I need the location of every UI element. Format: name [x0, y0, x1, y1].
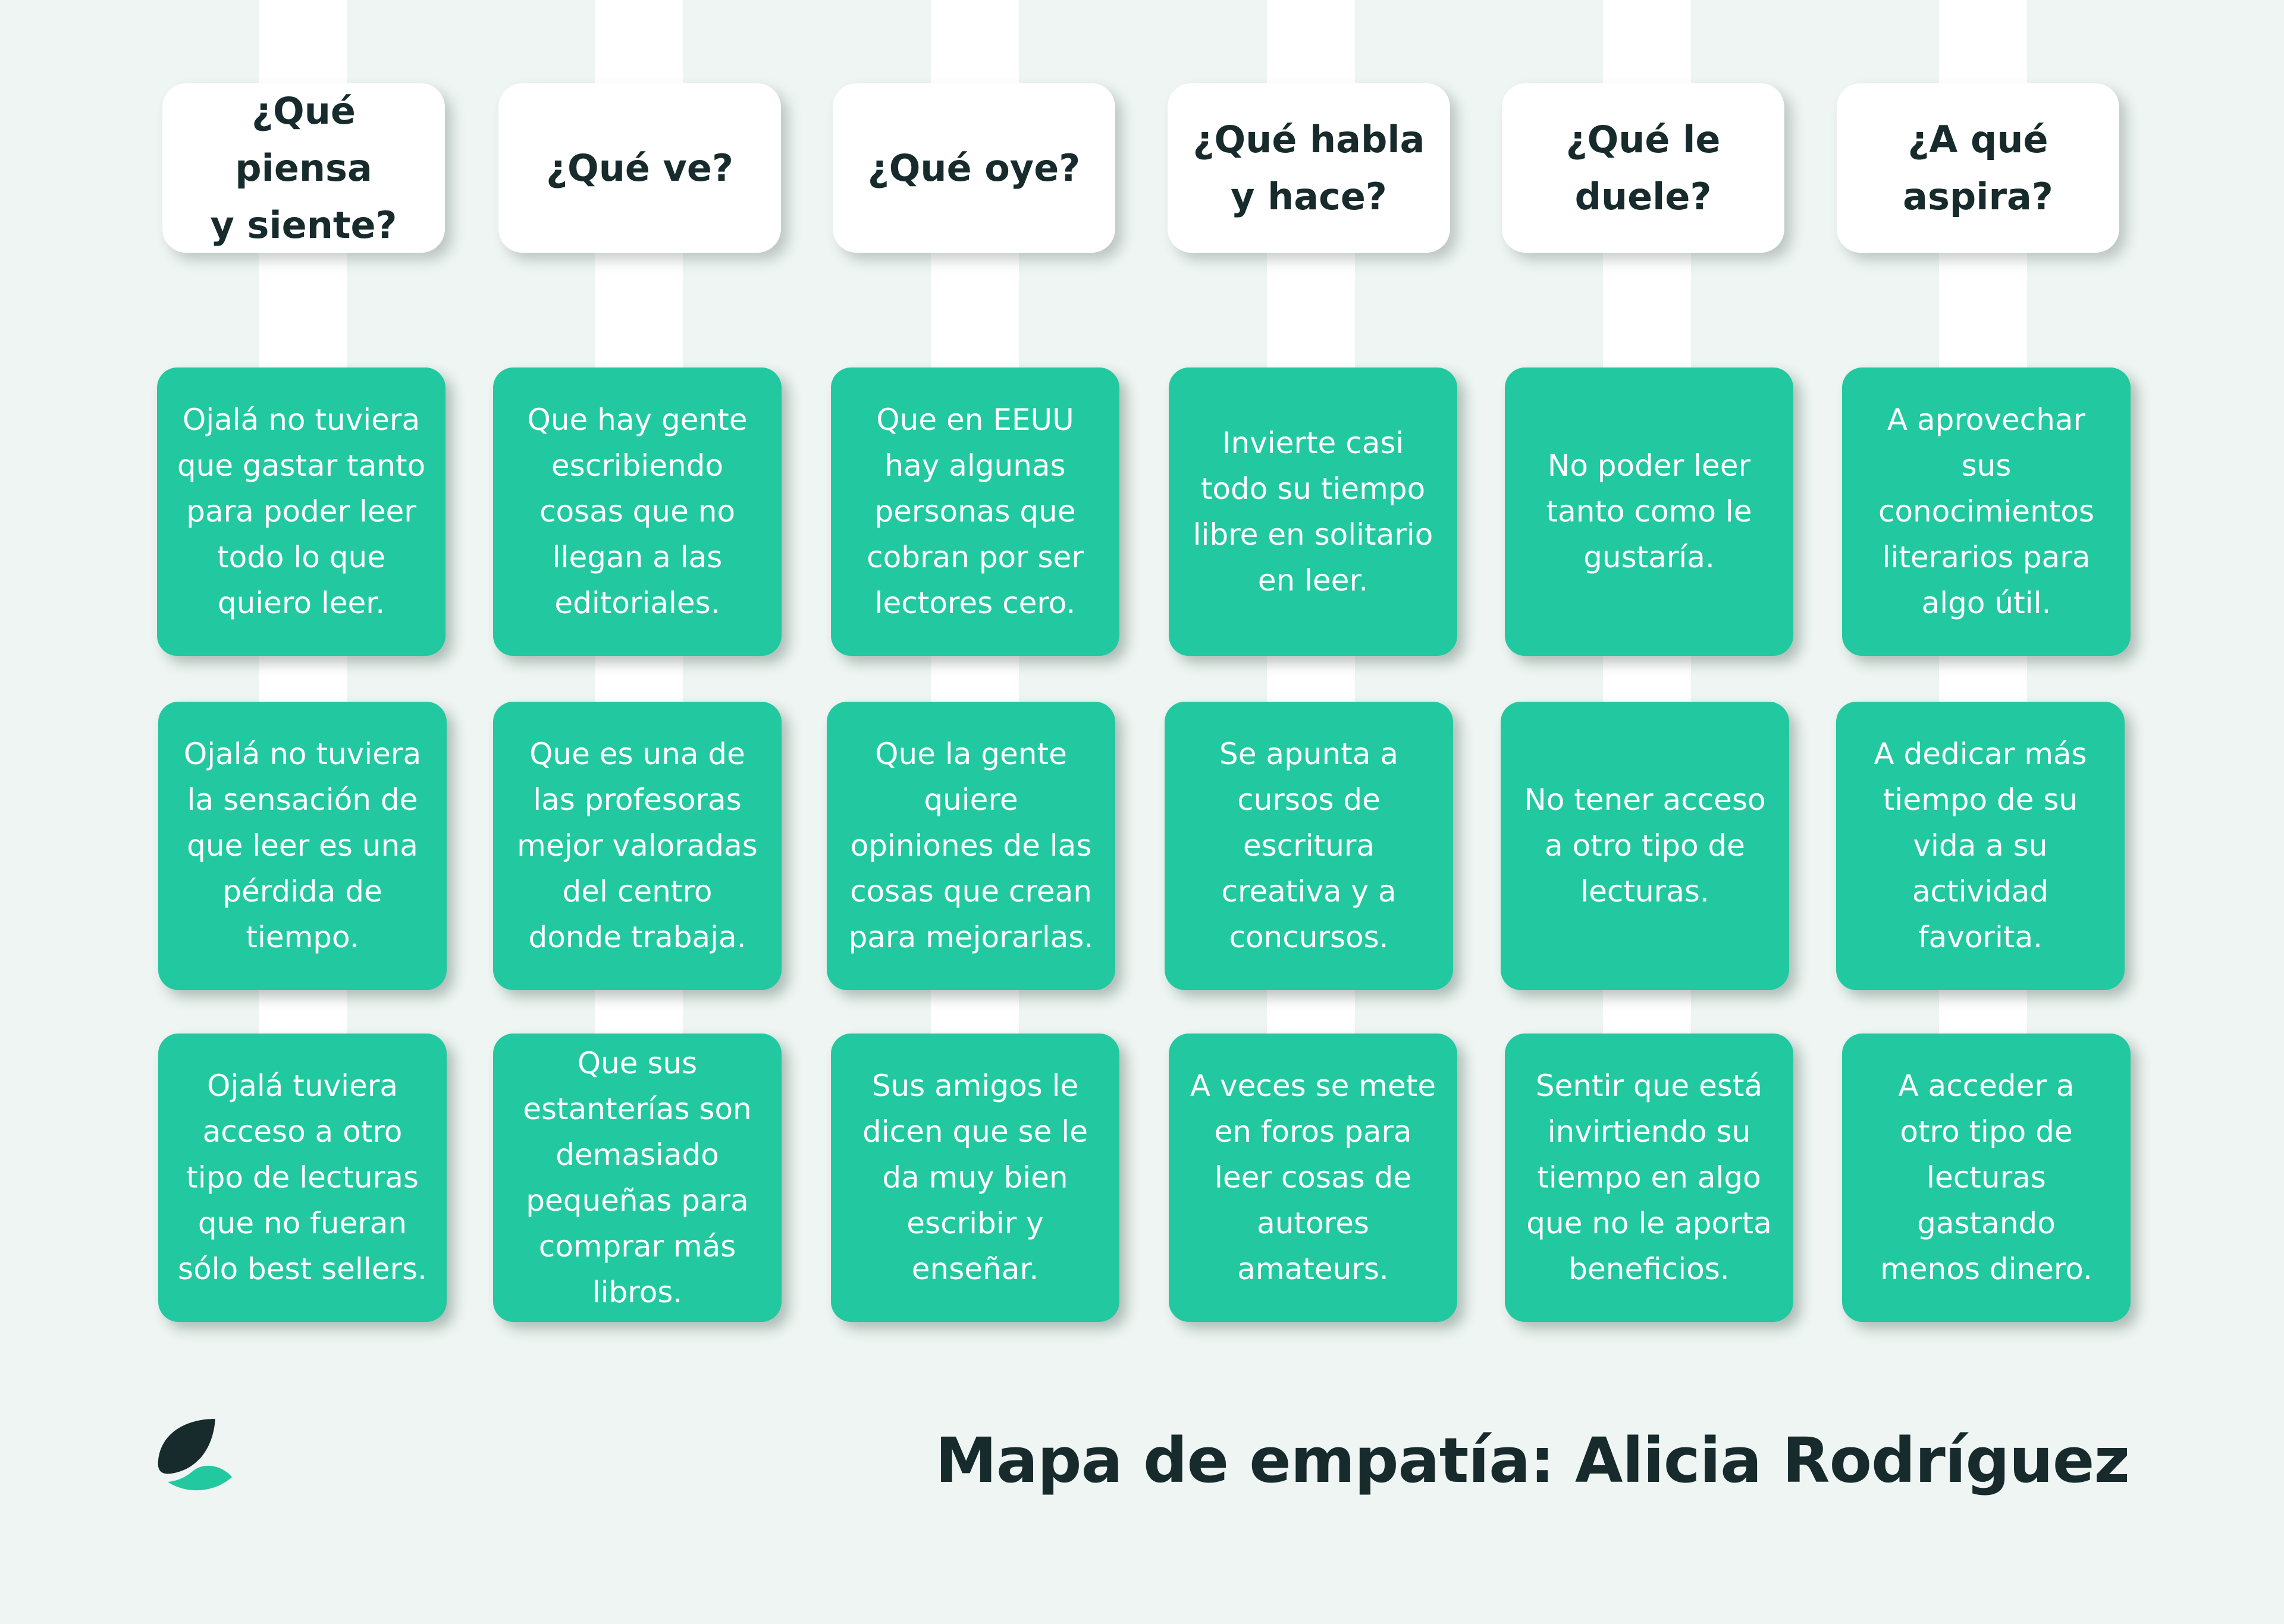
logo-green-leaf [168, 1465, 232, 1491]
note-card: A veces se mete en foros para leer cosas… [1169, 1034, 1457, 1322]
note-text: Invierte casi todo su tiempo libre en so… [1193, 425, 1433, 598]
note-text: Ojalá tuviera acceso a otro tipo de lect… [178, 1069, 427, 1286]
header-card-aspira: ¿A qué aspira? [1837, 83, 2119, 253]
header-label: ¿Qué ve? [546, 146, 733, 190]
note-card: Sentir que está invirtiendo su tiempo en… [1505, 1034, 1793, 1322]
note-text: Que la gente quiere opiniones de las cos… [848, 737, 1094, 954]
note-card: Sus amigos le dicen que se le da muy bie… [831, 1034, 1119, 1322]
header-card-oye: ¿Qué oye? [833, 83, 1115, 253]
note-card: Que hay gente escribiendo cosas que no l… [493, 367, 782, 656]
note-text: Sentir que está invirtiendo su tiempo en… [1526, 1069, 1772, 1286]
note-text: Ojalá no tuviera la sensación de que lee… [183, 737, 422, 954]
header-card-duele: ¿Qué le duele? [1502, 83, 1784, 253]
logo-dark-leaf [158, 1419, 215, 1474]
header-label: ¿Qué le duele? [1565, 117, 1721, 218]
note-card: A aprovechar sus conocimientos literario… [1842, 367, 2131, 656]
note-card: Que la gente quiere opiniones de las cos… [827, 702, 1115, 990]
note-card: Ojalá no tuviera la sensación de que lee… [158, 702, 447, 990]
note-card: Invierte casi todo su tiempo libre en so… [1169, 367, 1457, 656]
note-text: Que en EEUU hay algunas personas que cob… [867, 403, 1084, 620]
note-card: Que es una de las profesoras mejor valor… [493, 702, 782, 990]
note-text: No poder leer tanto como le gustaría. [1546, 448, 1752, 574]
note-text: Ojalá no tuviera que gastar tanto para p… [177, 403, 426, 620]
header-card-habla-hace: ¿Qué habla y hace? [1168, 83, 1450, 253]
note-card: Que en EEUU hay algunas personas que cob… [831, 367, 1119, 656]
header-label: ¿A qué aspira? [1903, 117, 2053, 218]
note-card: No tener acceso a otro tipo de lecturas. [1501, 702, 1789, 990]
note-text: A dedicar más tiempo de su vida a su act… [1874, 737, 2087, 954]
header-card-piensa-siente: ¿Qué piensa y siente? [162, 83, 445, 253]
header-label: ¿Qué oye? [867, 146, 1081, 190]
header-card-ve: ¿Qué ve? [498, 83, 781, 253]
note-card: A acceder a otro tipo de lecturas gastan… [1842, 1034, 2131, 1322]
page-title: Mapa de empatía: Alicia Rodríguez [935, 1424, 2130, 1497]
header-label: ¿Qué habla y hace? [1193, 117, 1425, 218]
note-text: A aprovechar sus conocimientos literario… [1878, 403, 2095, 620]
note-card: Se apunta a cursos de escritura creativa… [1165, 702, 1453, 990]
note-text: Que hay gente escribiendo cosas que no l… [527, 403, 748, 620]
note-text: A veces se mete en foros para leer cosas… [1190, 1069, 1436, 1286]
leaf-logo-icon [158, 1419, 232, 1491]
note-card: Ojalá tuviera acceso a otro tipo de lect… [158, 1034, 447, 1322]
note-text: A acceder a otro tipo de lecturas gastan… [1880, 1069, 2092, 1286]
note-card: Ojalá no tuviera que gastar tanto para p… [157, 367, 445, 656]
note-text: No tener acceso a otro tipo de lecturas. [1524, 783, 1766, 909]
note-card: Que sus estanterías son demasiado pequeñ… [493, 1034, 782, 1322]
note-text: Que es una de las profesoras mejor valor… [517, 737, 758, 954]
note-text: Que sus estanterías son demasiado pequeñ… [523, 1045, 752, 1309]
note-card: A dedicar más tiempo de su vida a su act… [1836, 702, 2125, 990]
note-text: Se apunta a cursos de escritura creativa… [1219, 737, 1398, 954]
note-text: Sus amigos le dicen que se le da muy bie… [862, 1069, 1088, 1286]
header-label: ¿Qué piensa y siente? [210, 89, 397, 247]
note-card: No poder leer tanto como le gustaría. [1505, 367, 1793, 656]
